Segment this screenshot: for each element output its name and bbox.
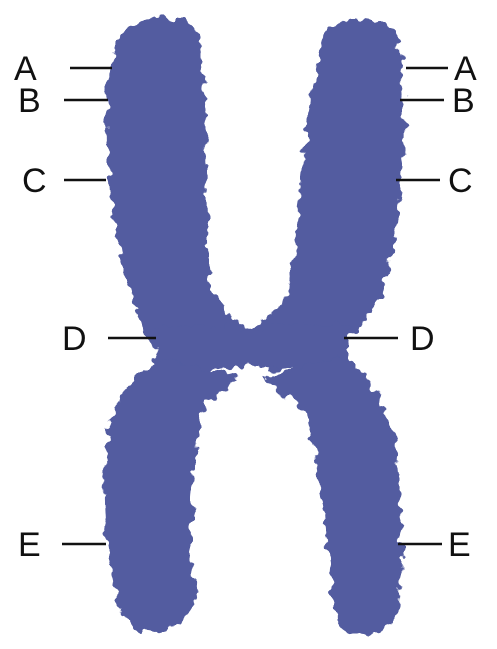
chromatid-upper-right-arm	[248, 19, 404, 372]
chromatid-lower-right-arm	[262, 356, 402, 636]
label-right-b: B	[452, 82, 475, 120]
label-left-d: D	[62, 320, 87, 358]
chromosome	[104, 17, 405, 636]
label-left-c: C	[22, 162, 47, 200]
label-right-d: D	[410, 320, 435, 358]
label-right-c: C	[448, 162, 473, 200]
chromatid-lower-left-arm	[104, 360, 238, 631]
chromatid-upper-left-arm	[107, 17, 250, 370]
label-right-e: E	[448, 526, 471, 564]
label-left-e: E	[18, 526, 41, 564]
label-left-b: B	[18, 82, 41, 120]
